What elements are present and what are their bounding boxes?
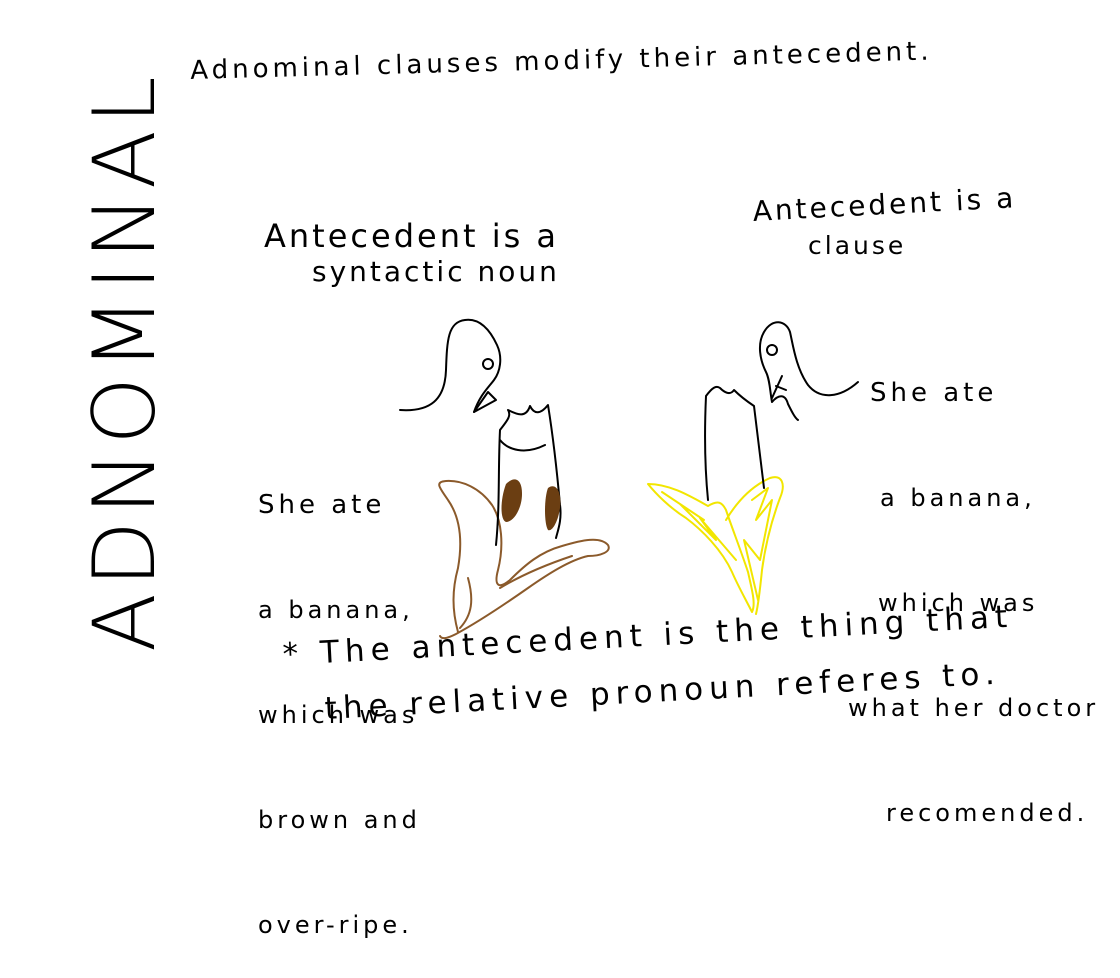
right-heading-line-2: clause <box>808 231 907 260</box>
yellow-banana <box>647 476 784 615</box>
peeled-banana-right-outline <box>703 385 765 501</box>
left-example-line: a banana, <box>258 596 414 624</box>
right-example-line: She ate <box>870 378 998 408</box>
yellow-banana-peel <box>725 476 784 615</box>
brown-banana <box>438 479 610 640</box>
left-speaker-mouth <box>473 391 497 413</box>
right-example-line: a banana, <box>880 484 1036 512</box>
right-speaker-head <box>758 321 859 421</box>
left-example-line: which was <box>258 701 419 729</box>
brown-banana-peel <box>438 479 610 640</box>
peeled-banana-right <box>703 385 765 501</box>
right-speaker-eye <box>766 344 778 356</box>
right-example-line: what her doctor <box>848 694 1100 722</box>
right-example-line: which was <box>878 589 1039 617</box>
brown-banana-crease <box>459 555 573 629</box>
illustration <box>399 318 859 640</box>
left-speaker-eye <box>482 358 494 370</box>
yellow-banana-peel <box>647 483 755 613</box>
left-example-line: brown and <box>258 806 421 834</box>
left-heading-line-1: Antecedent is a <box>264 217 560 255</box>
right-speaker-figure <box>758 321 859 421</box>
left-speaker-figure <box>399 318 502 413</box>
left-example-line: over-ripe. <box>258 911 413 939</box>
yellow-banana-scribble <box>661 487 773 601</box>
brown-spot <box>545 486 561 531</box>
right-speaker-mouth <box>771 375 787 399</box>
left-example-line: She ate <box>258 490 386 520</box>
left-heading-line-2: syntactic noun <box>312 255 560 288</box>
left-speaker-head <box>399 318 502 413</box>
brown-spot <box>501 479 522 522</box>
